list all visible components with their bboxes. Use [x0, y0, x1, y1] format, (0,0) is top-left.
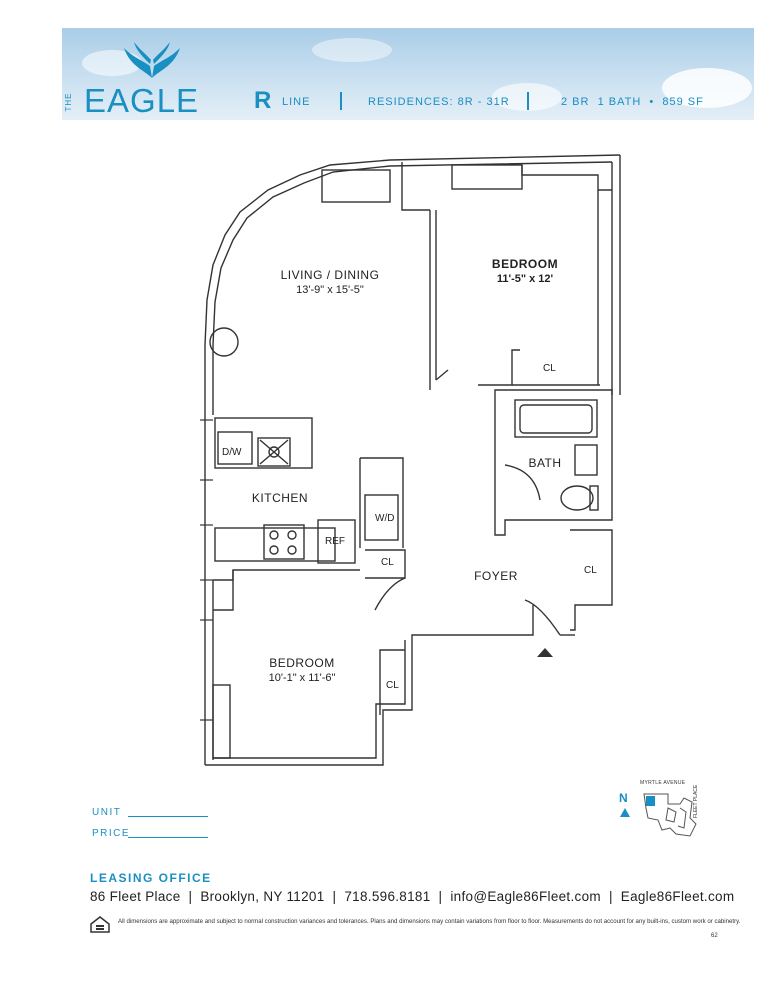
- disclaimer: All dimensions are approximate and subje…: [118, 918, 741, 925]
- contact-line: 86 Fleet Place | Brooklyn, NY 11201 | 718.59…: [90, 889, 734, 904]
- page-number: 62: [711, 933, 718, 939]
- residences-range: RESIDENCES: 8R - 31R: [368, 96, 510, 108]
- brand-name: EAGLE: [84, 82, 200, 119]
- closet-label: CL: [386, 680, 399, 691]
- price-label: PRICE: [92, 828, 131, 839]
- leasing-office-title: LEASING OFFICE: [90, 871, 212, 885]
- eagle-wings-logo: [124, 42, 180, 78]
- north-arrow-icon: [620, 808, 630, 817]
- living-dining-name: LIVING / DINING: [280, 268, 380, 282]
- living-dining-dims: 13'-9" x 15'-5": [296, 284, 364, 296]
- separator: |: [332, 889, 337, 904]
- refrigerator-label: REF: [325, 536, 345, 547]
- separator: |: [188, 889, 193, 904]
- exterior-wall: [204, 154, 621, 346]
- closet-label: CL: [381, 557, 394, 568]
- bedroom2-name: BEDROOM: [269, 656, 335, 670]
- bedroom1-label: BEDROOM 11'-5" x 12': [470, 257, 580, 287]
- bedroom1-dims: 11'-5" x 12': [496, 273, 554, 285]
- floor-plan: [200, 154, 621, 766]
- washer-dryer-label: W/D: [375, 513, 395, 524]
- key-plan-map: [643, 793, 697, 837]
- closet-label: CL: [543, 363, 556, 374]
- phone[interactable]: 718.596.8181: [344, 889, 431, 904]
- header-divider: [527, 92, 529, 110]
- separator: |: [608, 889, 613, 904]
- exterior-wall: [205, 634, 420, 766]
- header-banner: [62, 28, 754, 120]
- separator: |: [438, 889, 443, 904]
- unit-field[interactable]: [128, 816, 208, 817]
- website-link[interactable]: Eagle86Fleet.com: [620, 889, 735, 904]
- dishwasher-label: D/W: [222, 447, 242, 458]
- bedroom2-dims: 10'-1" x 11'-6": [268, 672, 336, 684]
- unit-label: UNIT: [92, 807, 122, 818]
- unit-summary: 2 BR 1 BATH • 859 SF: [561, 96, 704, 108]
- entry-marker: [537, 648, 553, 657]
- living-dining-label: LIVING / DINING 13'-9" x 15'-5": [265, 268, 395, 298]
- email-link[interactable]: info@Eagle86Fleet.com: [450, 889, 601, 904]
- foyer-label: FOYER: [474, 569, 518, 583]
- line-letter: R: [254, 87, 272, 114]
- price-field[interactable]: [128, 837, 208, 838]
- header-divider: [340, 92, 342, 110]
- kitchen-label: KITCHEN: [251, 491, 309, 505]
- equal-housing-icon: [90, 916, 110, 933]
- key-plan-street: MYRTLE AVENUE: [640, 780, 686, 786]
- bath-label: BATH: [528, 456, 562, 470]
- address: 86 Fleet Place: [90, 889, 181, 904]
- city: Brooklyn, NY 11201: [200, 889, 325, 904]
- bedroom2-label: BEDROOM 10'-1" x 11'-6": [247, 656, 357, 686]
- bedroom1-name: BEDROOM: [491, 257, 559, 271]
- north-label: N: [619, 791, 628, 805]
- key-plan-street: FLEET PLACE: [693, 784, 699, 818]
- closet-label: CL: [584, 565, 597, 576]
- line-label: LINE: [282, 96, 311, 108]
